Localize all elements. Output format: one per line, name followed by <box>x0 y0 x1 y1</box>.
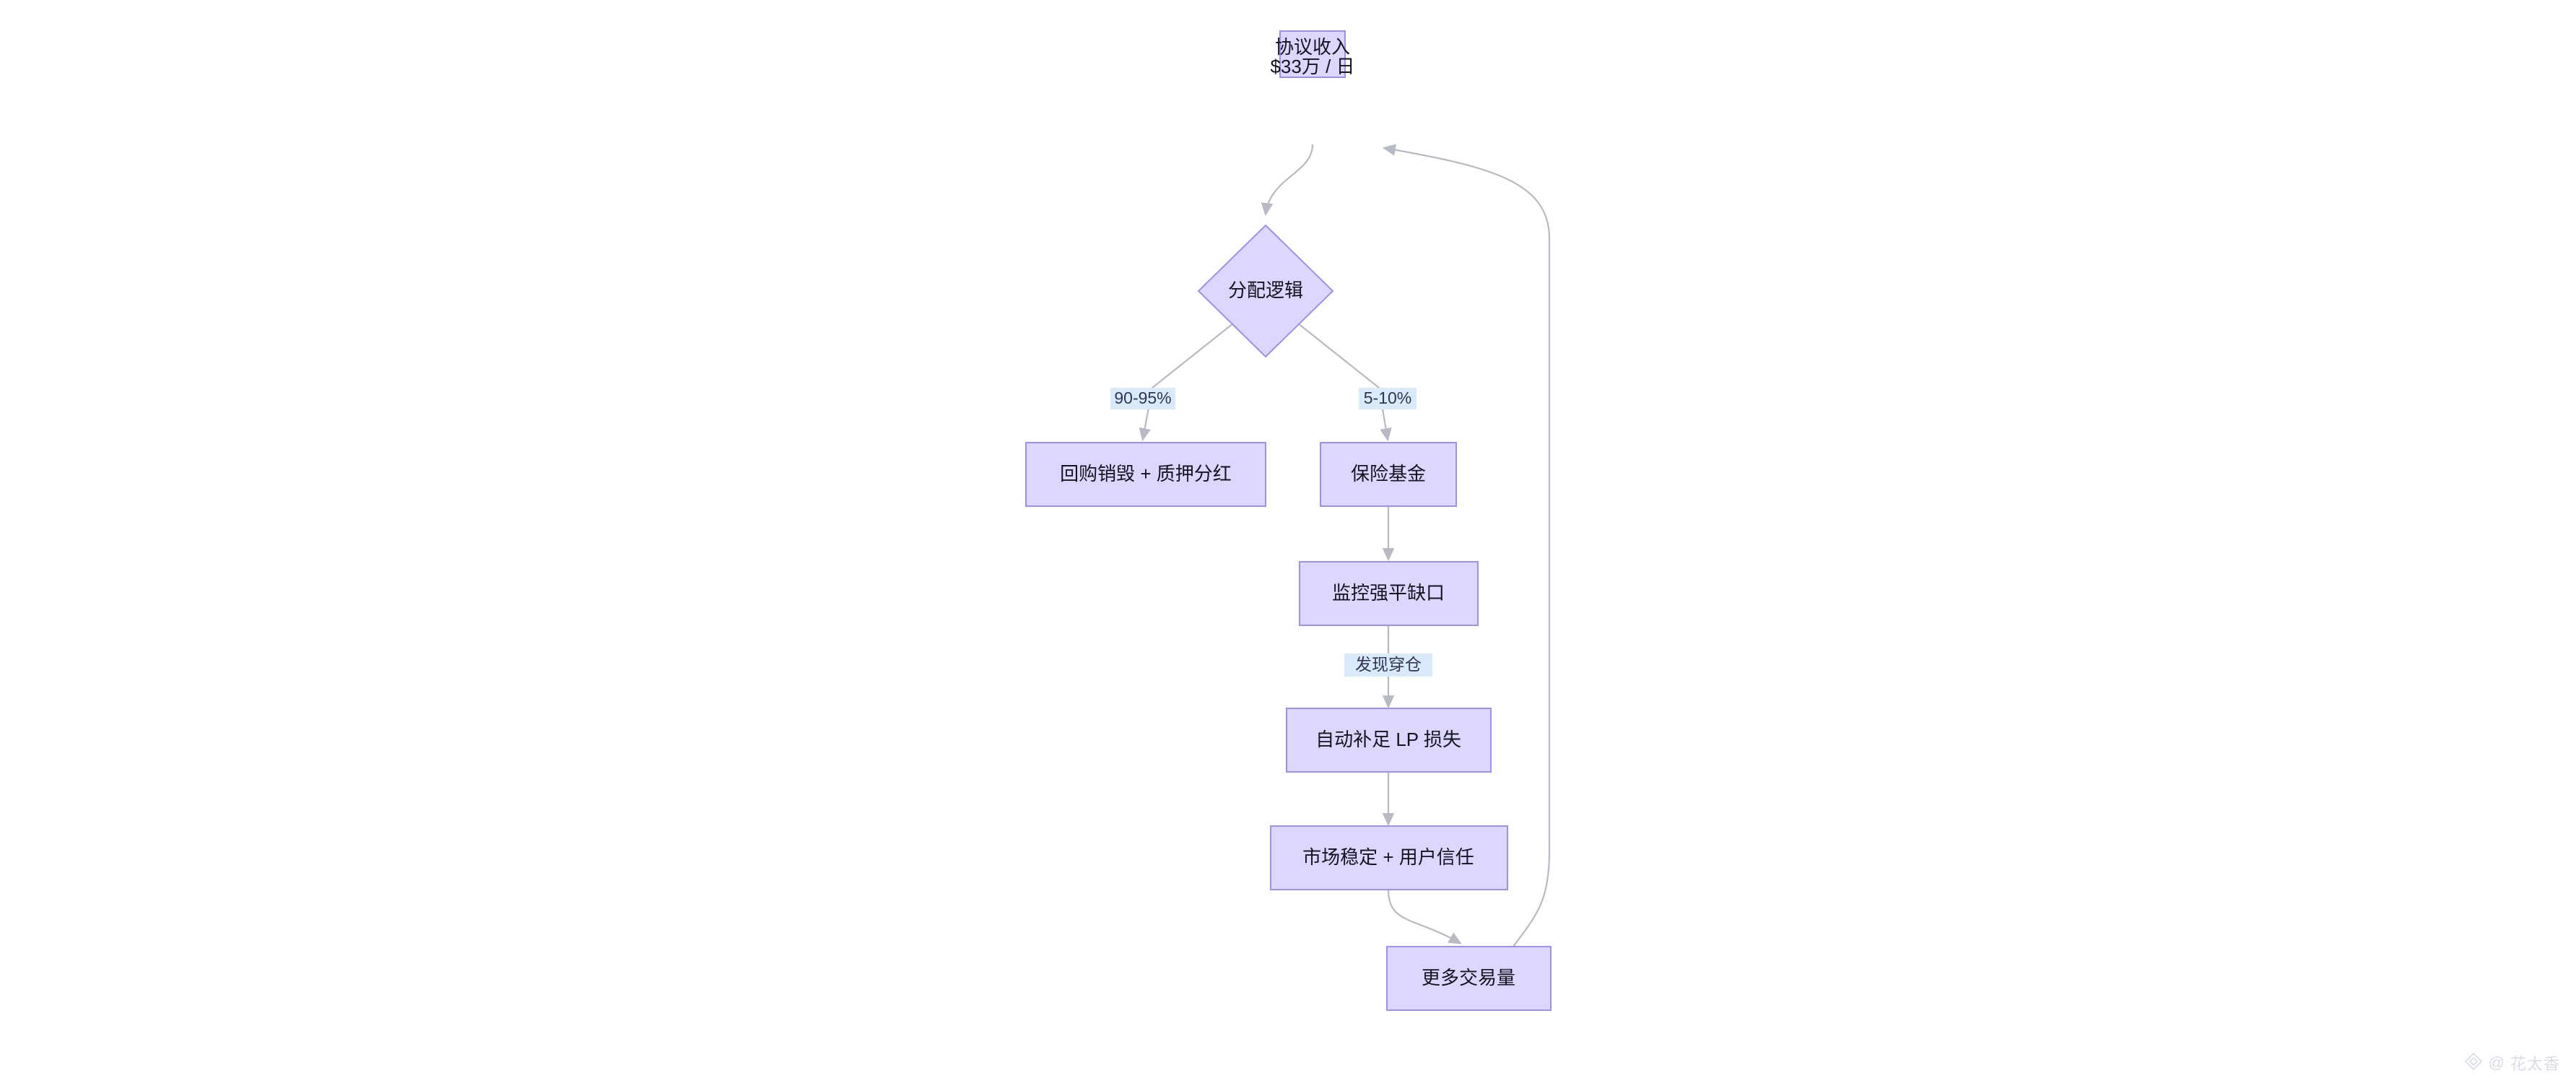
edge-label-split-buyback-text: 90-95% <box>1114 388 1171 407</box>
node-buyback-label: 回购销毁 + 质押分红 <box>1060 463 1232 485</box>
node-buyback[interactable]: 回购销毁 + 质押分红 <box>1025 442 1266 507</box>
edge-volume-to-revenue <box>1382 144 1551 947</box>
node-stability[interactable]: 市场稳定 + 用户信任 <box>1270 825 1508 890</box>
node-insurance-label: 保险基金 <box>1351 463 1426 485</box>
node-autofill-shape <box>1286 708 1492 773</box>
node-revenue-shape <box>1279 30 1346 78</box>
watermark-at-icon: @ <box>2488 1054 2505 1072</box>
node-split-shape <box>1197 224 1334 358</box>
watermark: @ 花太香 <box>2464 1051 2560 1074</box>
node-volume-shape <box>1386 946 1552 1011</box>
nodes-layer: 协议收入 $33万 / 日 分配逻辑 回购销毁 + 质押分红 保险基金 监控强平… <box>1025 30 1552 1011</box>
edge-label-split-buyback-bg <box>1110 388 1175 409</box>
node-revenue[interactable]: 协议收入 $33万 / 日 <box>1270 30 1355 78</box>
node-monitor[interactable]: 监控强平缺口 <box>1299 561 1479 626</box>
node-split-label: 分配逻辑 <box>1228 279 1303 301</box>
edge-split-to-insurance <box>1297 323 1392 442</box>
diamond-logo-icon <box>2464 1052 2483 1074</box>
edge-revenue-to-split <box>1261 144 1314 217</box>
node-stability-label: 市场稳定 + 用户信任 <box>1302 846 1474 868</box>
node-split[interactable]: 分配逻辑 <box>1197 224 1334 358</box>
edge-label-split-insurance: 5-10% <box>1359 388 1417 409</box>
node-insurance[interactable]: 保险基金 <box>1320 442 1457 507</box>
node-monitor-label: 监控强平缺口 <box>1332 582 1445 604</box>
edge-stability-to-volume <box>1387 889 1462 944</box>
node-revenue-label-line-1: 协议收入 <box>1275 36 1350 58</box>
node-monitor-shape <box>1299 561 1479 626</box>
edge-label-split-insurance-bg <box>1359 388 1417 409</box>
node-buyback-shape <box>1025 442 1266 507</box>
edge-label-monitor-autofill-text: 发现穿仓 <box>1355 655 1422 674</box>
node-insurance-shape <box>1320 442 1457 507</box>
edge-label-split-insurance-text: 5-10% <box>1364 388 1411 407</box>
node-stability-shape <box>1270 825 1508 890</box>
node-volume[interactable]: 更多交易量 <box>1386 946 1552 1011</box>
edge-split-to-buyback <box>1139 323 1234 442</box>
edge-label-monitor-autofill: 发现穿仓 <box>1344 653 1432 677</box>
node-revenue-label-line-2: $33万 / 日 <box>1270 56 1354 77</box>
edge-label-split-buyback: 90-95% <box>1110 388 1175 409</box>
node-autofill[interactable]: 自动补足 LP 损失 <box>1286 708 1492 773</box>
node-autofill-label: 自动补足 LP 损失 <box>1315 729 1461 750</box>
node-volume-label: 更多交易量 <box>1422 967 1515 989</box>
edge-label-monitor-autofill-bg <box>1344 653 1432 677</box>
watermark-text: 花太香 <box>2510 1055 2560 1073</box>
edge-labels-layer: 90-95% 5-10% 发现穿仓 <box>1110 388 1432 677</box>
